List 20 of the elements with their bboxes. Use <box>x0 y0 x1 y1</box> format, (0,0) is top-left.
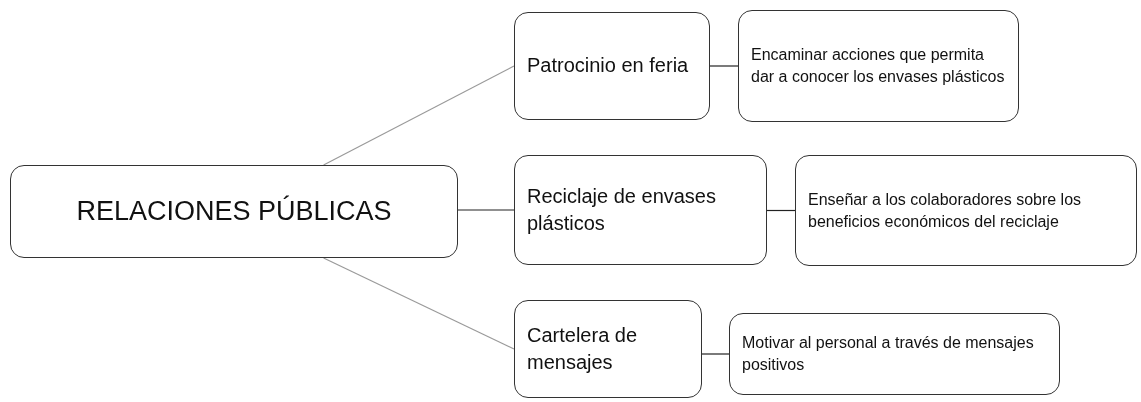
description-box <box>738 10 1019 122</box>
topic-box <box>514 12 710 120</box>
node-text: Enseñar a los colaboradores sobre los beneficios económicos del reciclaje <box>808 189 1083 232</box>
node-text: Reciclaje de envases plásticos <box>527 183 717 236</box>
node-text: RELACIONES PÚBLICAS <box>76 194 392 228</box>
connector-line <box>323 257 515 350</box>
node-text: Motivar al personal a través de mensajes positivos <box>742 333 1035 375</box>
root-topic-box <box>10 165 458 258</box>
topic-box <box>514 300 702 398</box>
description-box <box>795 155 1137 266</box>
connector-line <box>457 209 515 211</box>
node-text: Patrocinio en feria <box>527 53 689 79</box>
node-text: Encaminar acciones que permita dar a conocer los envases plásticos <box>751 45 1006 87</box>
node-text: Cartelera de mensajes <box>527 322 639 375</box>
connector-line <box>323 65 515 166</box>
topic-box <box>514 155 767 265</box>
description-box <box>729 313 1060 395</box>
connector-line <box>709 65 739 67</box>
connector-line <box>766 209 796 212</box>
connector-line <box>701 353 730 355</box>
